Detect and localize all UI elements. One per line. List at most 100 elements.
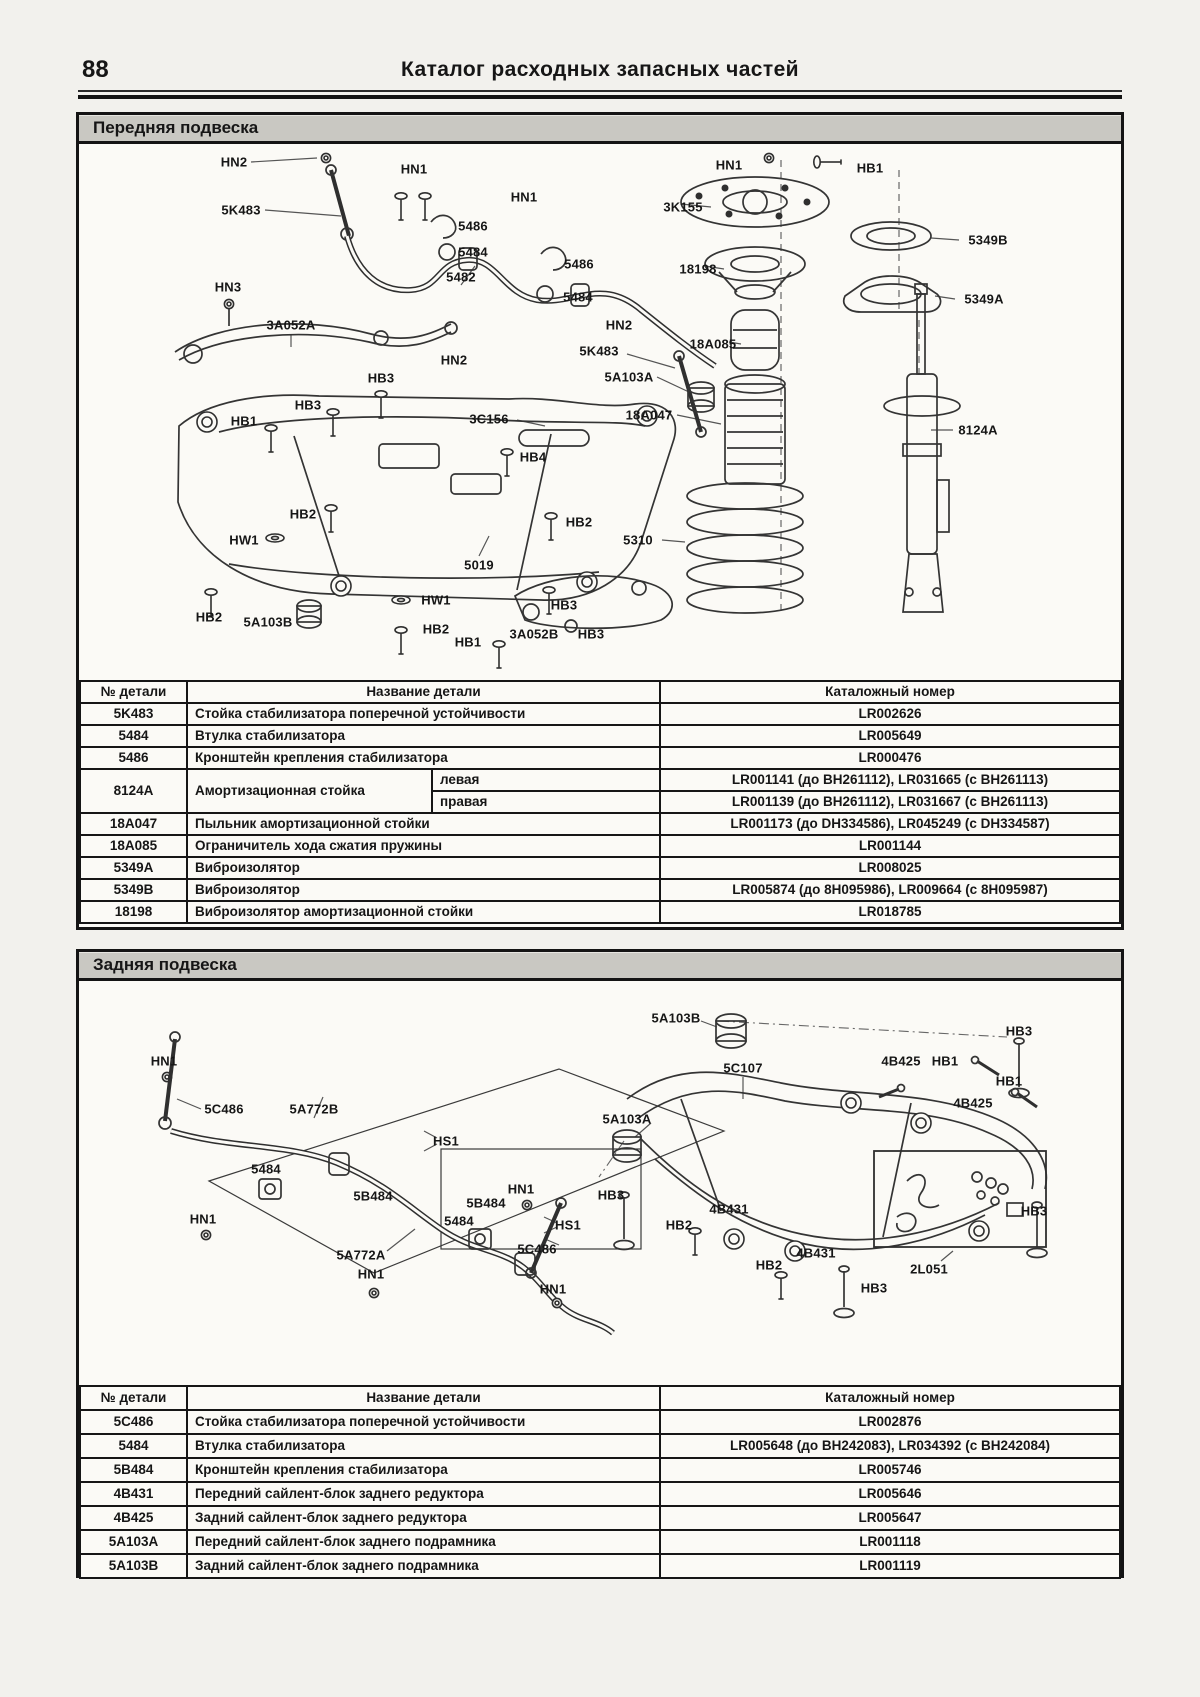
part-label-hb3: HB3 — [550, 597, 578, 613]
table-cell: LR002626 — [659, 702, 1121, 726]
part-label-hb4: HB4 — [519, 449, 547, 465]
table-cell: Амортизационная стойка — [186, 768, 433, 814]
table-cell: Стойка стабилизатора поперечной устойчив… — [186, 702, 661, 726]
table-cell: 18198 — [79, 900, 188, 924]
part-label-4b431: 4B431 — [709, 1201, 749, 1217]
front-suspension-section: Передняя подвеска — [76, 112, 1124, 930]
part-label-hn1: HN1 — [507, 1181, 535, 1197]
part-label-hb2: HB2 — [565, 514, 593, 530]
table-cell: LR000476 — [659, 746, 1121, 770]
table-cell: LR005646 — [659, 1481, 1121, 1507]
part-label-hs1: HS1 — [555, 1217, 581, 1233]
column-header: Название детали — [186, 1385, 661, 1411]
part-label-hn1: HN1 — [400, 161, 428, 177]
header-rule-thick — [78, 95, 1122, 99]
table-cell: Втулка стабилизатора — [186, 1433, 661, 1459]
part-label-5486: 5486 — [564, 256, 594, 272]
part-label-5b484: 5B484 — [353, 1188, 393, 1204]
table-cell: 18A085 — [79, 834, 188, 858]
part-label-hn2: HN2 — [605, 317, 633, 333]
part-label-5a772a: 5A772A — [336, 1247, 386, 1263]
rear-section-title: Задняя подвеска — [79, 952, 1121, 981]
part-label-3k155: 3K155 — [663, 199, 703, 215]
part-label-hb2: HB2 — [755, 1257, 783, 1273]
rear-diagram-art — [158, 1013, 1048, 1336]
part-label-5a103b: 5A103B — [243, 614, 293, 630]
table-cell: LR008025 — [659, 856, 1121, 880]
part-label-5484: 5484 — [458, 244, 488, 260]
part-label-5349a: 5349A — [964, 291, 1004, 307]
part-label-hw1: HW1 — [229, 532, 259, 548]
page-number: 88 — [82, 56, 109, 83]
part-label-hb2: HB2 — [422, 621, 450, 637]
table-cell: Втулка стабилизатора — [186, 724, 661, 748]
part-label-2l051: 2L051 — [910, 1261, 948, 1277]
part-label-5484: 5484 — [444, 1213, 474, 1229]
table-cell: Передний сайлент-блок заднего подрамника — [186, 1529, 661, 1555]
table-cell: 5K483 — [79, 702, 188, 726]
table-cell: LR001119 — [659, 1553, 1121, 1579]
part-label-hb1: HB1 — [931, 1053, 959, 1069]
part-label-18a085: 18A085 — [689, 336, 737, 352]
front-diagram-art — [174, 152, 961, 669]
table-cell: 5484 — [79, 1433, 188, 1459]
table-cell: левая — [431, 768, 661, 792]
table-cell: 5C486 — [79, 1409, 188, 1435]
part-label-8124a: 8124A — [958, 422, 998, 438]
page-title: Каталог расходных запасных частей — [401, 58, 799, 81]
part-label-hb1: HB1 — [454, 634, 482, 650]
table-cell: 5484 — [79, 724, 188, 748]
part-label-hb1: HB1 — [995, 1073, 1023, 1089]
part-label-hb2: HB2 — [289, 506, 317, 522]
part-label-5a103b: 5A103B — [651, 1010, 701, 1026]
table-cell: 4B425 — [79, 1505, 188, 1531]
part-label-hn2: HN2 — [440, 352, 468, 368]
part-label-hn1: HN1 — [539, 1281, 567, 1297]
table-cell: LR001118 — [659, 1529, 1121, 1555]
table-cell: Стойка стабилизатора поперечной устойчив… — [186, 1409, 661, 1435]
part-label-18198: 18198 — [679, 261, 717, 277]
table-cell: Передний сайлент-блок заднего редуктора — [186, 1481, 661, 1507]
table-cell: 5A103A — [79, 1529, 188, 1555]
part-label-4b425: 4B425 — [881, 1053, 921, 1069]
table-cell: LR001139 (до BH261112), LR031667 (с BH26… — [659, 790, 1121, 814]
table-cell: LR005648 (до BH242083), LR034392 (с BH24… — [659, 1433, 1121, 1459]
part-label-hb3: HB3 — [1005, 1023, 1033, 1039]
column-header: Каталожный номер — [659, 680, 1121, 704]
part-label-hb3: HB3 — [1020, 1203, 1048, 1219]
table-cell: Задний сайлент-блок заднего подрамника — [186, 1553, 661, 1579]
rear-suspension-section: Задняя подвеска — [76, 949, 1124, 1579]
part-label-hn1: HN1 — [189, 1211, 217, 1227]
column-header: № детали — [79, 1385, 188, 1411]
part-label-5482: 5482 — [446, 269, 476, 285]
table-cell: LR005746 — [659, 1457, 1121, 1483]
table-cell: 5349A — [79, 856, 188, 880]
part-label-5484: 5484 — [251, 1161, 281, 1177]
table-cell: 18A047 — [79, 812, 188, 836]
part-label-5c486: 5C486 — [204, 1101, 244, 1117]
table-cell: 5B484 — [79, 1457, 188, 1483]
table-cell: Кронштейн крепления стабилизатора — [186, 1457, 661, 1483]
part-label-5484: 5484 — [563, 289, 593, 305]
table-cell: правая — [431, 790, 661, 814]
part-label-hb3: HB3 — [597, 1187, 625, 1203]
part-label-5019: 5019 — [464, 557, 494, 573]
part-label-hs1: HS1 — [433, 1133, 459, 1149]
table-cell: LR005874 (до 8H095986), LR009664 (с 8H09… — [659, 878, 1121, 902]
part-label-hn1: HN1 — [715, 157, 743, 173]
part-label-hb3: HB3 — [367, 370, 395, 386]
part-label-3a052b: 3A052B — [509, 626, 559, 642]
